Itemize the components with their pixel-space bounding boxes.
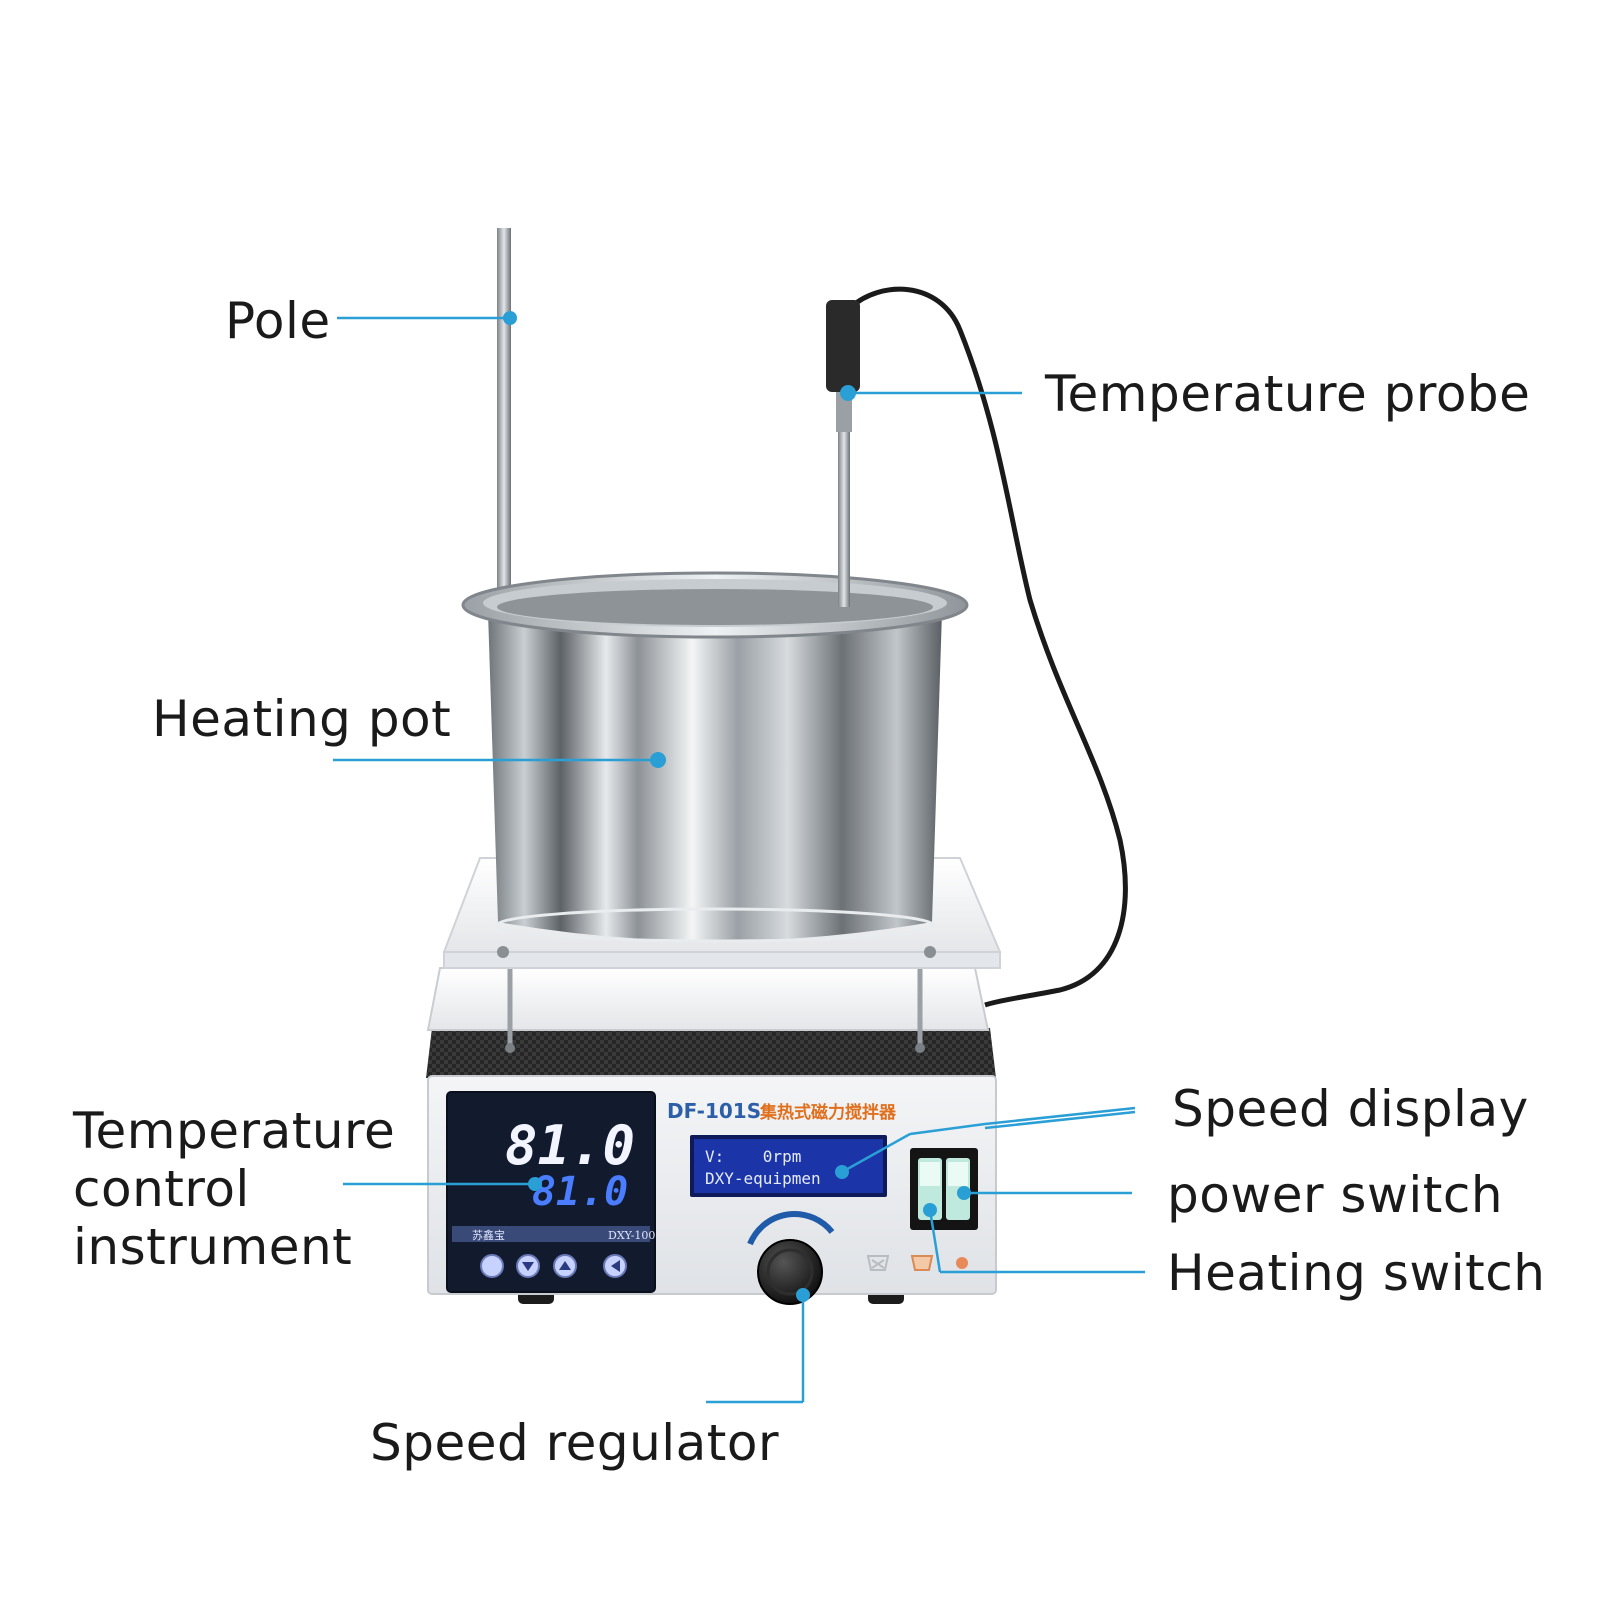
model-name: DF-101S bbox=[667, 1099, 761, 1123]
lcd-line1: V: 0rpm bbox=[705, 1147, 801, 1166]
set-button[interactable] bbox=[480, 1254, 504, 1278]
temperature-controller: 81.0 81.0 苏鑫宝 DXY-100 bbox=[446, 1091, 656, 1293]
label-temperature-control-instrument: Temperature control instrument bbox=[73, 1102, 395, 1276]
carbon-band bbox=[426, 1028, 996, 1078]
speed-lcd: V: 0rpm DXY-equipmen bbox=[690, 1135, 887, 1197]
callout-heating-switch bbox=[928, 1209, 942, 1273]
model-name-cn: 集热式磁力搅拌器 bbox=[759, 1102, 897, 1123]
up-arrow-icon bbox=[559, 1261, 571, 1270]
label-tci-line1: Temperature bbox=[73, 1102, 396, 1160]
controller-brand: 苏鑫宝 bbox=[472, 1228, 505, 1242]
callout-speed-display bbox=[841, 1132, 911, 1174]
pole-rod bbox=[497, 228, 511, 608]
probe-cable bbox=[848, 286, 1128, 1008]
label-temperature-probe: Temperature probe bbox=[1045, 365, 1531, 423]
callouts bbox=[333, 311, 1145, 1404]
label-power-switch: power switch bbox=[1167, 1166, 1504, 1224]
no-heat-icon bbox=[866, 1255, 890, 1271]
label-pole: Pole bbox=[225, 292, 331, 350]
label-speed-regulator: Speed regulator bbox=[370, 1414, 780, 1472]
stir-icon bbox=[956, 1257, 968, 1269]
temperature-probe bbox=[826, 286, 1128, 1008]
temp-sv-digits: 81.0 bbox=[532, 1169, 628, 1215]
speed-arc bbox=[747, 1210, 835, 1246]
heat-icon bbox=[910, 1255, 934, 1271]
label-heating-pot: Heating pot bbox=[152, 690, 452, 748]
temp-pv-digits: 81.0 bbox=[505, 1114, 635, 1177]
lcd-line2: DXY-equipmen bbox=[705, 1169, 821, 1188]
left-arrow-icon bbox=[611, 1260, 620, 1272]
heating-pot bbox=[461, 571, 969, 943]
label-tci-line2: control bbox=[73, 1160, 250, 1218]
label-tci-line3: instrument bbox=[73, 1218, 353, 1276]
label-heating-switch: Heating switch bbox=[1167, 1244, 1546, 1302]
controller-model: DXY-100 bbox=[608, 1229, 655, 1242]
speed-knob-group bbox=[747, 1210, 835, 1305]
down-arrow-icon bbox=[522, 1262, 534, 1271]
label-speed-display: Speed display bbox=[1172, 1080, 1529, 1138]
controller-buttons bbox=[480, 1254, 627, 1278]
